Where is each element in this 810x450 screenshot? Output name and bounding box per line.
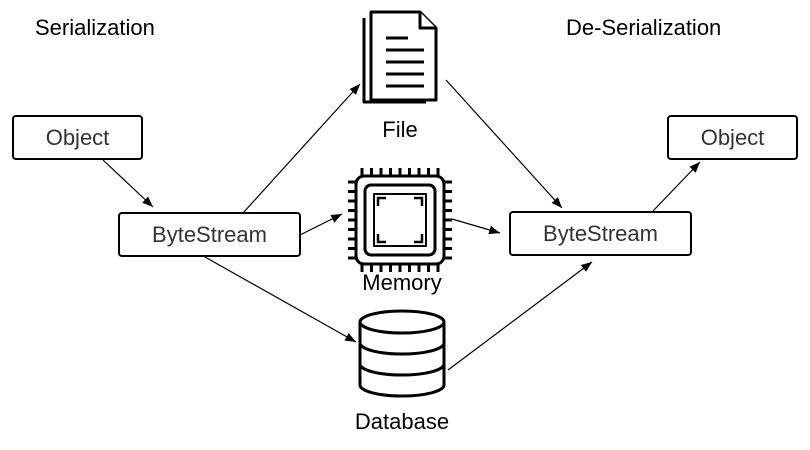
edge-bytestream-to-file: [242, 83, 361, 214]
document-icon: [362, 10, 438, 104]
database-label: Database: [355, 409, 449, 434]
edge-bytestream-to-memory: [299, 213, 343, 236]
database-icon: [358, 309, 446, 398]
serialization-heading: Serialization: [35, 15, 155, 40]
edge-object-to-bytestream: [102, 159, 154, 208]
object-right-label: Object: [701, 125, 765, 150]
object-node-right: Object: [667, 115, 798, 160]
deserialization-heading: De-Serialization: [566, 15, 721, 40]
file-label: File: [382, 117, 417, 142]
object-node-left: Object: [12, 115, 143, 160]
edge-file-to-bytestream: [445, 79, 563, 209]
memory-label: Memory: [362, 270, 441, 295]
edge-memory-to-bytestream: [451, 218, 501, 235]
bytestream-node-right: ByteStream: [509, 211, 692, 256]
bytestream-left-label: ByteStream: [152, 222, 267, 247]
edge-bytestream-to-object: [652, 161, 701, 212]
chip-icon: [348, 168, 452, 272]
object-left-label: Object: [46, 125, 110, 150]
bytestream-right-label: ByteStream: [543, 221, 658, 246]
edge-database-to-bytestream: [447, 261, 593, 371]
bytestream-node-left: ByteStream: [118, 212, 301, 257]
edge-bytestream-to-database: [204, 256, 357, 343]
